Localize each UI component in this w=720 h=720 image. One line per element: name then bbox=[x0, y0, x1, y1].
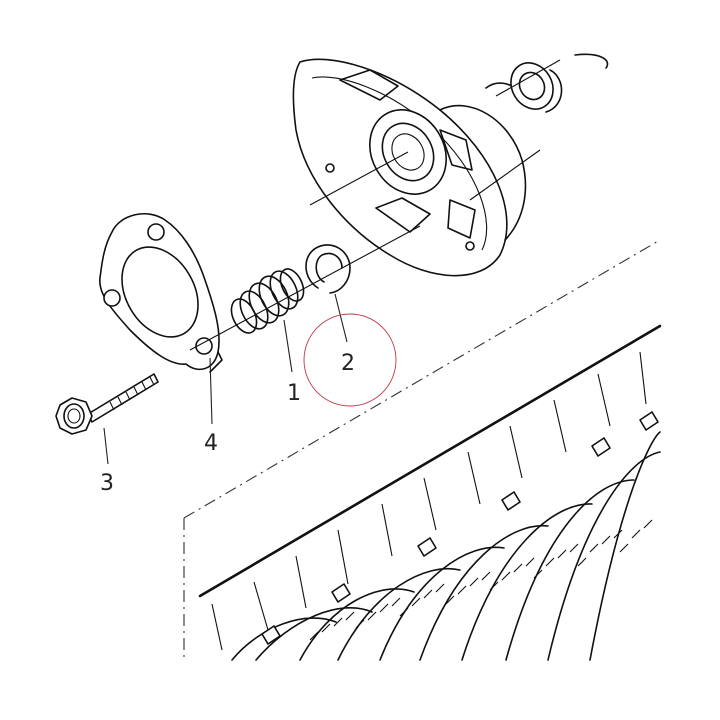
clutch-plate-stack bbox=[198, 324, 662, 661]
callout-4: 4 bbox=[204, 431, 218, 456]
leader-4 bbox=[209, 357, 213, 425]
spring bbox=[230, 268, 305, 334]
callout-2: 2 bbox=[341, 351, 355, 376]
circlip bbox=[305, 244, 351, 294]
bearing-plate bbox=[99, 212, 223, 373]
callout-3: 3 bbox=[100, 471, 114, 496]
highlight-circle bbox=[303, 313, 397, 407]
assembly-axis bbox=[189, 225, 421, 351]
pressure-plate bbox=[292, 53, 609, 277]
section-divider bbox=[183, 239, 661, 519]
callout-1: 1 bbox=[287, 381, 301, 406]
leader-3 bbox=[103, 427, 109, 465]
bolt bbox=[55, 373, 159, 435]
leader-2 bbox=[334, 293, 348, 343]
leader-1 bbox=[283, 319, 293, 373]
